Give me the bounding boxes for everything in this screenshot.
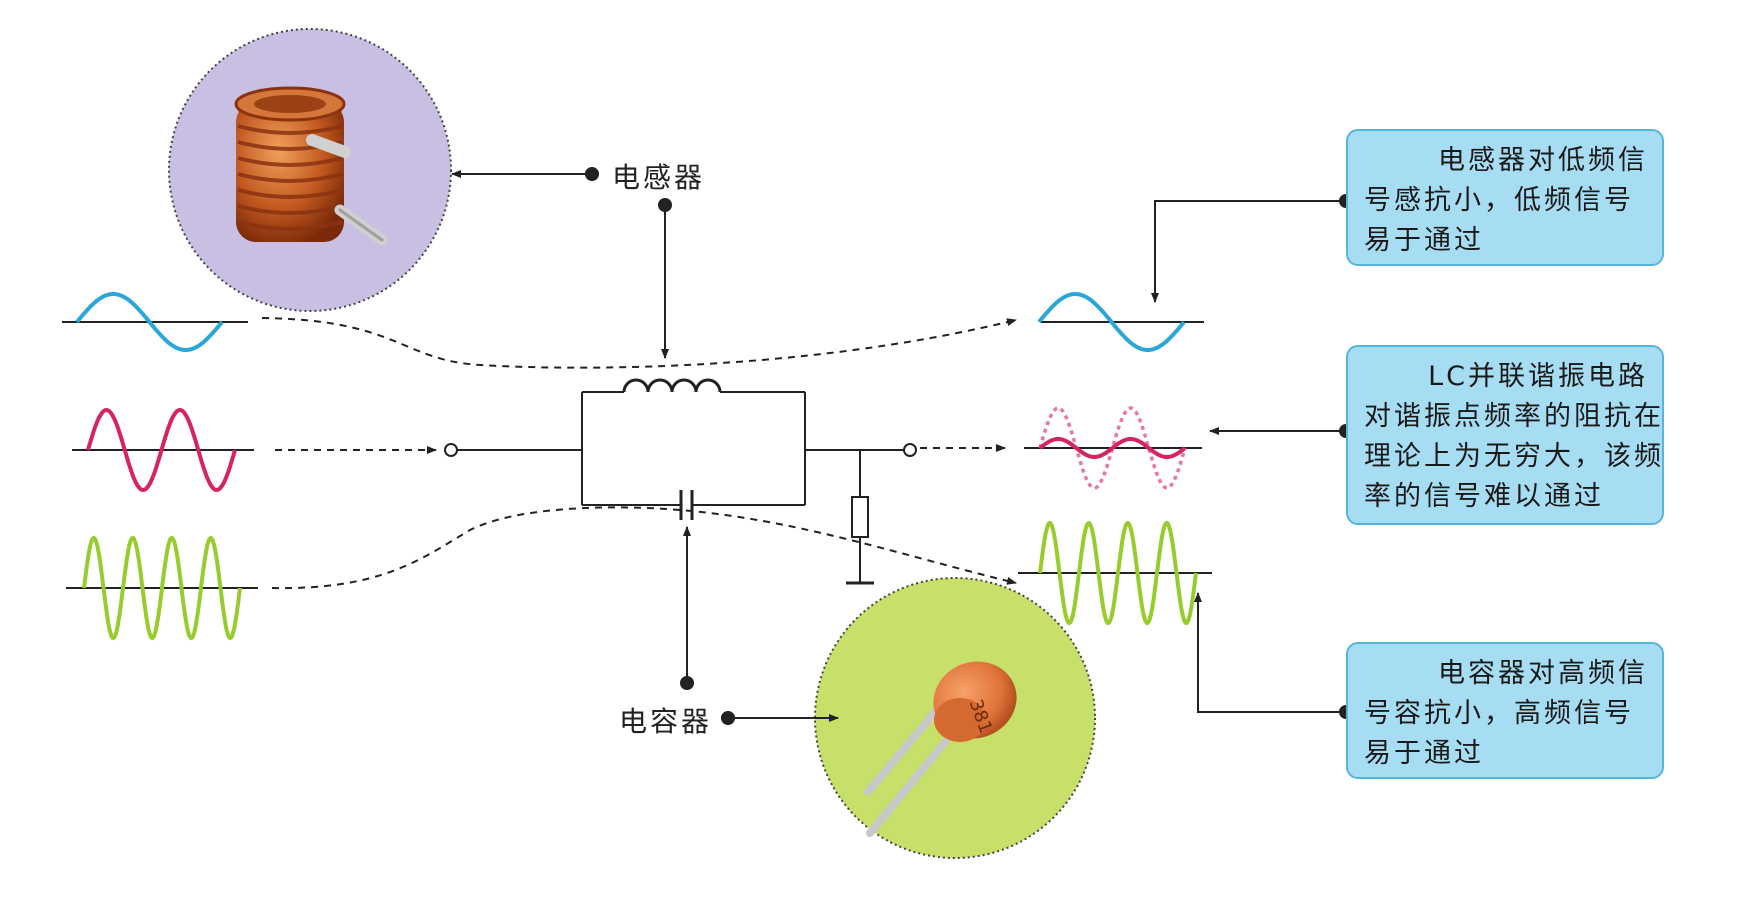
output-terminal — [903, 443, 917, 457]
high-freq-path — [271, 506, 1017, 590]
low-freq-path — [261, 317, 1017, 369]
capacitor-label: 电容器 — [619, 705, 713, 738]
output-high-freq-wave — [1038, 520, 1198, 626]
note-line: 易于通过 — [1364, 225, 1484, 256]
note-line: 电感器对低频信 — [1438, 145, 1648, 176]
input-mid-freq-wave — [86, 407, 237, 493]
input-terminal — [444, 443, 458, 457]
note-line: 理论上为无穷大，该频 — [1364, 441, 1664, 472]
inductor-note: 电感器对低频信 号感抗小，低频信号 易于通过 — [1346, 129, 1664, 266]
capacitor-note: 电容器对高频信 号容抗小，高频信号 易于通过 — [1346, 642, 1664, 779]
lc-resonance-note: LC并联谐振电路 对谐振点频率的阻抗在 理论上为无穷大，该频 率的信号难以通过 — [1346, 345, 1664, 525]
inductor-label: 电感器 — [612, 161, 706, 194]
note-line: 号容抗小，高频信号 — [1364, 698, 1634, 729]
output-mid-attenuated-wave — [1038, 437, 1187, 459]
ceramic-disc-capacitor-icon: 381 — [864, 661, 1017, 837]
output-mid-blocked-wave — [1038, 406, 1187, 490]
output-waveforms — [1018, 292, 1212, 626]
output-low-freq-wave — [1037, 292, 1186, 352]
input-low-freq-wave — [75, 292, 224, 352]
load-resistor-symbol — [851, 496, 869, 538]
signal-paths — [261, 317, 1017, 590]
note-line: 电容器对高频信 — [1438, 658, 1648, 689]
note-line: 易于通过 — [1364, 738, 1484, 769]
capacitor-symbol — [679, 490, 694, 520]
copper-coil-inductor-icon — [234, 86, 388, 246]
inductor-symbol — [622, 378, 722, 393]
input-high-freq-wave — [82, 535, 242, 641]
note-line: 对谐振点频率的阻抗在 — [1364, 401, 1664, 432]
capacitor-photo-circle: 381 — [814, 577, 1096, 859]
input-waveforms — [62, 292, 258, 641]
inductor-photo-circle — [168, 28, 452, 312]
lc-parallel-circuit — [444, 378, 917, 585]
note-line: 号感抗小，低频信号 — [1364, 185, 1634, 216]
note-line: LC并联谐振电路 — [1428, 361, 1648, 392]
note-line: 率的信号难以通过 — [1364, 481, 1604, 512]
